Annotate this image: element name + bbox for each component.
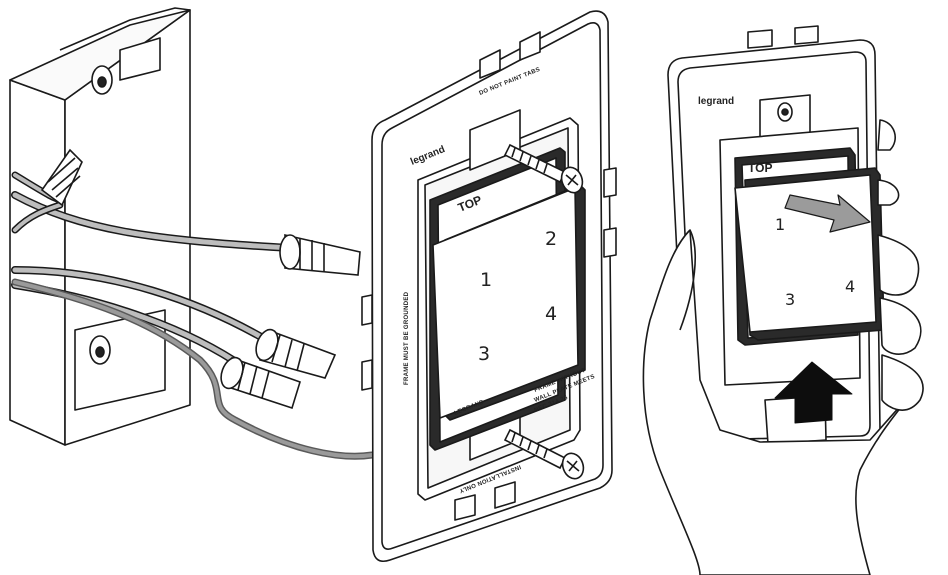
screw-top [503,143,584,194]
wire-nut-2 [255,328,337,379]
screw-bottom [503,428,585,480]
button-4-left: 4 [545,303,557,325]
right-device-labels: legrand TOP 1 3 4 [698,96,855,309]
wire-nut-1 [279,233,361,276]
button-4-right: 4 [845,277,855,296]
switch-device-left [429,147,586,451]
hand [642,119,924,575]
brand-right: legrand [698,96,734,107]
wire-nut-3 [220,356,301,410]
button-1-left: 1 [480,269,492,291]
button-3-left: 3 [478,343,490,365]
button-2-left: 2 [545,228,557,250]
gray-arrow-icon [784,194,871,233]
top-label-right: TOP [748,161,772,175]
wire-nut-box [40,148,83,207]
button-3-right: 3 [785,290,795,309]
frame-grounded-label: FRAME MUST BE GROUNDED [404,291,410,385]
wires [11,171,376,460]
switch-device-right [734,147,885,346]
black-arrow-icon [774,361,853,424]
button-1-right: 1 [775,215,785,234]
